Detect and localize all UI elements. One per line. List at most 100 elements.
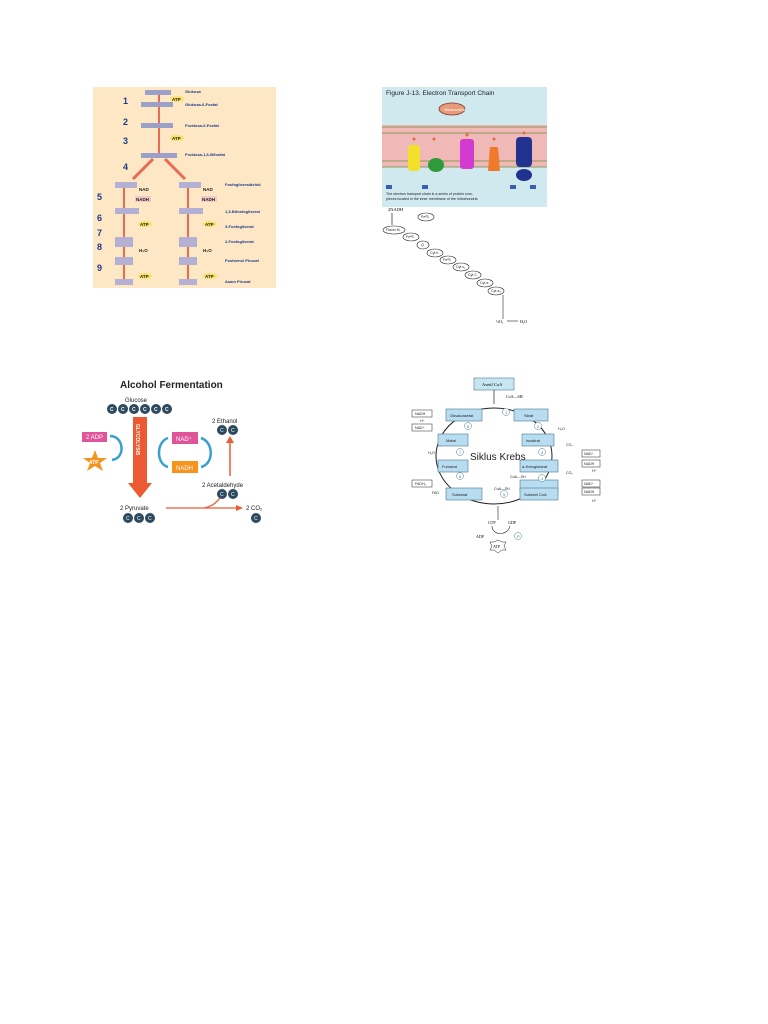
h2o-label: H₂O (428, 451, 435, 455)
svg-text:C: C (231, 492, 235, 498)
pyruvate-label: 2 Pyruvate (120, 506, 149, 512)
chain-item: Q (421, 243, 424, 247)
chain-item: Cyt a (480, 281, 488, 285)
svg-text:H₂O: H₂O (203, 248, 212, 253)
step-number: 6 (97, 213, 102, 223)
o2-label: ½O₂ (496, 319, 504, 324)
svg-text:C: C (220, 492, 224, 498)
svg-text:C: C (165, 407, 169, 413)
svg-text:1: 1 (505, 410, 508, 415)
atp-label: ATP (89, 460, 99, 466)
compound-label: Fosfoenol Piruvat (225, 258, 259, 263)
svg-text:ATP: ATP (140, 222, 149, 227)
fad-label: FAD (432, 491, 439, 495)
compound-label: 1,3-Bifosfogliserat (225, 209, 261, 214)
krebs-node: Isositrat (526, 438, 541, 443)
step-number: 2 (123, 117, 128, 127)
svg-text:plexes located in the inner me: plexes located in the inner membrane of … (386, 197, 478, 201)
svg-text:H⁺: H⁺ (592, 499, 597, 503)
svg-text:3: 3 (541, 450, 544, 455)
chain-item: Fe²S (406, 235, 414, 239)
krebs-node: Sitrat (524, 413, 534, 418)
svg-text:ATP: ATP (140, 274, 149, 279)
svg-text:7: 7 (459, 450, 462, 455)
chain-item: Cyt c₁ (456, 265, 466, 269)
mitochondrion-label: Mitochondrion (444, 108, 466, 112)
krebs-cycle-diagram: Asetil CoA CoA—SH Oksaloasetat Sitrat Is… (408, 374, 604, 566)
krebs-node: Fumarat (442, 464, 458, 469)
svg-text:NAD: NAD (139, 187, 149, 192)
fadh-label: FADH₂ (415, 482, 427, 486)
svg-text:2: 2 (537, 424, 540, 429)
krebs-node: Suksinil CoA (524, 492, 547, 497)
svg-text:C: C (121, 407, 125, 413)
glucose-label: Glucose (125, 398, 148, 404)
svg-text:CoA—SH: CoA—SH (494, 487, 510, 491)
step-number: 3 (123, 136, 128, 146)
svg-text:C: C (126, 516, 130, 522)
svg-text:4: 4 (541, 476, 544, 481)
svg-text:CO₂: CO₂ (566, 471, 573, 475)
compound-label: Glukosa (185, 89, 202, 94)
co2-label: CO₂ (566, 443, 573, 447)
svg-text:C: C (231, 428, 235, 434)
svg-text:C: C (137, 516, 141, 522)
chain-item: Fe²S (443, 258, 451, 262)
krebs-node: Oksaloasetat (450, 413, 474, 418)
gdp-label: GDP (508, 520, 517, 525)
svg-text:H⁺: H⁺ (592, 469, 597, 473)
electron-transport-chain-diagram: Figure J-13. Electron Transport Chain Mi… (382, 87, 547, 327)
svg-text:NADH: NADH (202, 197, 215, 202)
acetyl-coa: Asetil CoA (482, 382, 503, 387)
step-number: 7 (97, 228, 102, 238)
chain-item: Flavin M. (386, 228, 401, 232)
svg-text:8: 8 (467, 424, 470, 429)
step-number: 5 (97, 192, 102, 202)
svg-text:C: C (132, 407, 136, 413)
chain-item: Cyt b (430, 251, 438, 255)
svg-text:C: C (154, 407, 158, 413)
svg-text:5: 5 (503, 492, 506, 497)
compound-label: Asam Piruvat (225, 279, 251, 284)
gtp-label: GTP (488, 520, 496, 525)
acetaldehyde-label: 2 Acetaldehyde (202, 483, 244, 489)
chain-nadh: 2NADH (388, 207, 404, 212)
svg-text:ATP: ATP (205, 274, 214, 279)
krebs-node: α-Ketoglutarat (522, 464, 548, 469)
krebs-node: Malat (446, 438, 457, 443)
step-number: 4 (123, 162, 128, 172)
svg-text:C: C (110, 407, 114, 413)
atp-label: ATP (172, 97, 181, 102)
svg-text:C: C (254, 516, 258, 522)
chain-item: Cyt a₃ (491, 289, 501, 293)
svg-text:6: 6 (459, 474, 462, 479)
chain-item: Cyt C (468, 273, 477, 277)
svg-text:CoA—SH: CoA—SH (510, 475, 526, 479)
nadh-label: NADH (136, 197, 149, 202)
step-number: 8 (97, 242, 102, 252)
compound-label: 3-Fosfogliserat (225, 224, 254, 229)
compound-label: Fruktosa-6-Fosfat (185, 123, 219, 128)
svg-text:ATP: ATP (205, 222, 214, 227)
fermentation-title: Alcohol Fermentation (120, 380, 223, 391)
step-number: 9 (97, 263, 102, 273)
svg-text:C: C (148, 516, 152, 522)
hplus-label: H⁺ (420, 419, 425, 423)
chain-item: Fe²S (421, 215, 429, 219)
svg-text:NAD: NAD (203, 187, 213, 192)
svg-text:NADH: NADH (584, 462, 595, 466)
adp-label: ADP (476, 534, 485, 539)
svg-text:ATP: ATP (172, 136, 181, 141)
svg-text:NADH: NADH (584, 490, 595, 494)
h2o-product: H₂O (520, 319, 527, 324)
compound-label: 2-Fosfogliserat (225, 239, 254, 244)
svg-text:H₂O: H₂O (558, 427, 565, 431)
atp-label: ATP (493, 544, 501, 549)
nad-label: NAD⁺ (415, 426, 425, 430)
krebs-title: Siklus Krebs (470, 452, 526, 463)
coash-label: CoA—SH (506, 394, 523, 399)
svg-text:C: C (220, 428, 224, 434)
nadh-label: NADH (176, 466, 193, 472)
nadh-label: NADH (415, 412, 426, 416)
glycolysis-diagram: ATP ATP NADH NADH NAD NAD ATP ATP ATP AT… (93, 87, 276, 288)
